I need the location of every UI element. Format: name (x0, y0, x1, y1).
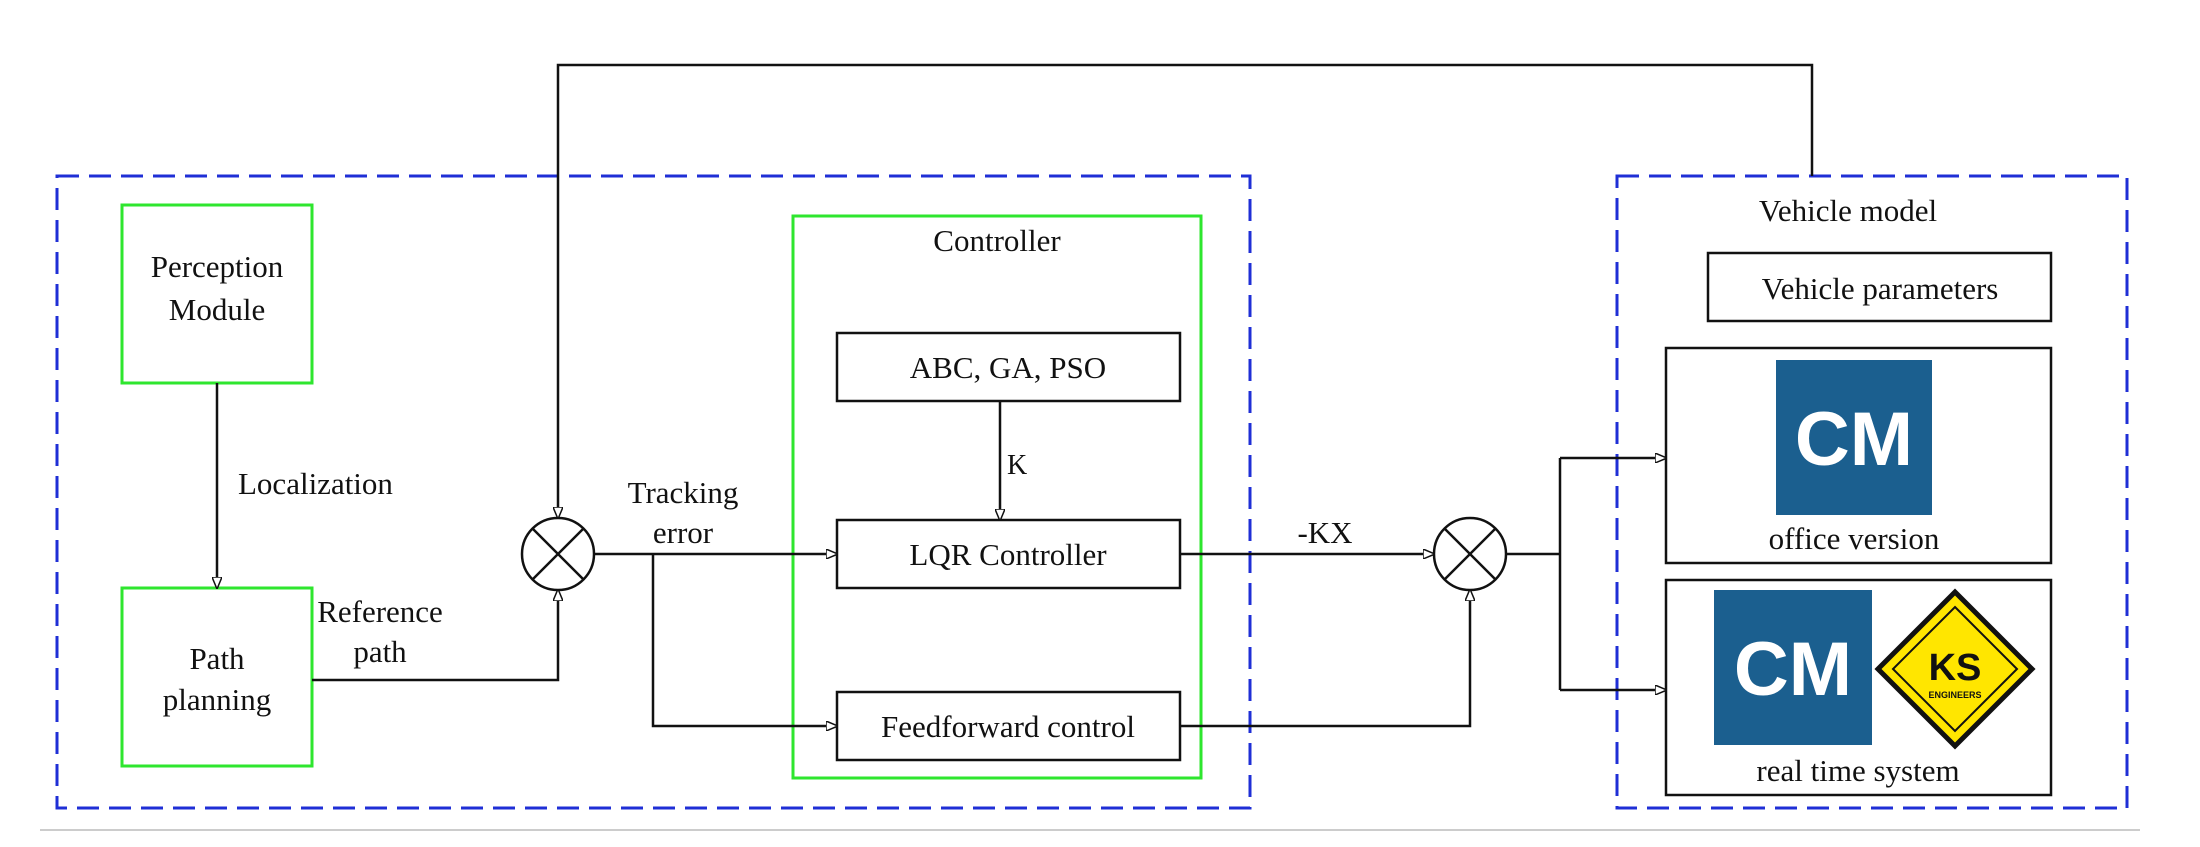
tracking-error-label-line2: error (653, 515, 714, 550)
path-planning-label-line1: Path (189, 641, 245, 676)
sum-junction-left (520, 516, 596, 592)
left-system-frame (55, 174, 1252, 810)
svg-text:ENGINEERS: ENGINEERS (1928, 690, 1981, 700)
lqr-controller-label: LQR Controller (909, 537, 1107, 572)
feedforward-output-arrow (1180, 590, 1470, 728)
controller-title: Controller (933, 223, 1061, 258)
ks-engineers-logo: KS ENGINEERS (1874, 588, 2036, 750)
optimizer-block (835, 331, 1182, 403)
localization-label: Localization (238, 466, 393, 501)
feedforward-label: Feedforward control (881, 709, 1135, 744)
tracking-error-label-line1: Tracking (628, 475, 739, 510)
office-version-caption: office version (1769, 521, 1940, 556)
optimizer-label: ABC, GA, PSO (910, 350, 1106, 385)
perception-label-line1: Perception (151, 249, 284, 284)
sum-junction-right (1432, 516, 1508, 592)
svg-text:CM: CM (1734, 627, 1852, 712)
realtime-system-caption: real time system (1756, 753, 1959, 788)
svg-text:CM: CM (1795, 397, 1913, 482)
reference-path-arrow (312, 590, 558, 682)
path-planning-label-line2: planning (163, 682, 272, 717)
control-signal-label: -KX (1297, 515, 1352, 550)
path-planning-box (120, 586, 314, 768)
reference-path-label-line1: Reference (317, 594, 443, 629)
vehicle-parameters-label: Vehicle parameters (1762, 271, 1999, 306)
vehicle-model-title: Vehicle model (1759, 193, 1937, 228)
feedback-line (558, 63, 1814, 518)
vehicle-parameters-block (1706, 251, 2053, 323)
cm-logo-realtime: CM (1714, 590, 1872, 745)
vehicle-model-frame (1615, 174, 2129, 810)
gain-k-label: K (1007, 450, 1027, 481)
perception-label-line2: Module (169, 292, 265, 327)
reference-path-label-line2: path (353, 634, 407, 669)
controller-box (791, 214, 1203, 780)
svg-text:KS: KS (1929, 647, 1982, 689)
feedforward-input-arrow (651, 554, 837, 726)
cm-logo-office: CM (1776, 360, 1932, 515)
